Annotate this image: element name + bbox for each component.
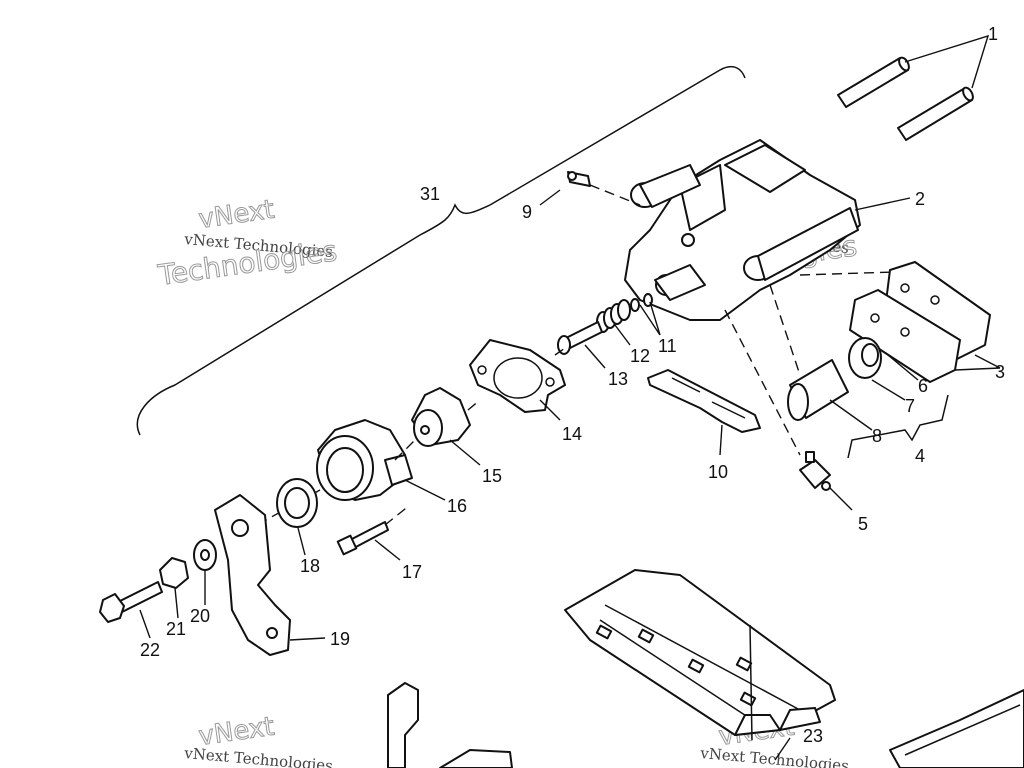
washer-part-20 (193, 539, 217, 571)
pin-part-1 (837, 56, 974, 141)
leader-19 (289, 637, 326, 641)
leader-10 (719, 424, 723, 456)
spring-part-12 (596, 299, 631, 333)
svg-text:vNext Technologies: vNext Technologies (183, 744, 334, 768)
axis-8 (769, 284, 801, 376)
housing-part-16 (316, 419, 413, 501)
bleeder-screw-part-9 (567, 171, 591, 187)
callout-3: 3 (995, 362, 1005, 382)
piston-part-8 (787, 359, 849, 421)
svg-text:vNext Technologies: vNext Technologies (699, 744, 850, 768)
caliper-body-part-2 (624, 139, 861, 321)
leader-13 (584, 344, 606, 369)
callout-16: 16 (447, 496, 467, 516)
svg-text:vNext: vNext (197, 195, 276, 235)
fitting-part-5 (799, 451, 831, 491)
bolt-part-22 (99, 581, 163, 623)
axis-17 (384, 504, 411, 526)
brake-pads-part-3 (849, 261, 991, 383)
axis-3 (799, 271, 896, 276)
callout-8: 8 (872, 426, 882, 446)
leader-22 (139, 609, 151, 639)
leader-15 (449, 439, 481, 466)
callout-14: 14 (562, 424, 582, 444)
gasket-part-14 (469, 339, 566, 413)
callout-13: 13 (608, 369, 628, 389)
callout-31: 31 (420, 184, 440, 204)
seal-part-6 (848, 337, 882, 379)
bushing-part-15 (411, 387, 471, 447)
leader-16 (404, 479, 446, 501)
callout-12: 12 (630, 346, 650, 366)
leader-7 (871, 379, 906, 401)
leader-8 (829, 399, 873, 431)
clip-part-10 (647, 369, 761, 433)
shaft-line (749, 624, 753, 741)
leader-14 (539, 399, 561, 421)
callout-6: 6 (918, 376, 928, 396)
callout-7: 7 (905, 396, 915, 416)
mount-bracket-part-19 (214, 494, 291, 656)
axis-5 (724, 309, 801, 456)
leader-6 (887, 354, 919, 381)
bolt-part-17 (336, 521, 389, 556)
leader-5 (829, 487, 853, 511)
spacer-part-18 (276, 478, 318, 528)
nut-part-21 (159, 557, 189, 589)
axis-9 (589, 184, 641, 206)
watermark-left-bottom: vNext vNext Technologies (183, 711, 334, 768)
leader-3 (954, 354, 1001, 371)
leader-12 (614, 324, 631, 346)
callout-10: 10 (708, 462, 728, 482)
bottom-right-part (889, 689, 1024, 768)
callout-9: 9 (522, 202, 532, 222)
bracket-31 (136, 66, 746, 436)
callout-11: 11 (658, 336, 677, 356)
callout-20: 20 (190, 606, 210, 626)
watermark-left-top: vNext vNext Technologies Technologies (155, 194, 340, 292)
callout-21: 21 (166, 619, 186, 639)
leader-9 (539, 189, 561, 206)
leader-2 (854, 197, 911, 211)
callout-4: 4 (915, 446, 925, 466)
callout-18: 18 (300, 556, 320, 576)
axis-main (229, 347, 566, 541)
leader-17 (374, 539, 401, 561)
pin-part-13 (557, 321, 603, 355)
leader-23 (774, 737, 791, 761)
callout-2: 2 (915, 189, 925, 209)
callout-22: 22 (140, 640, 160, 660)
bottom-left-part (387, 682, 513, 768)
brake-plate-part (564, 569, 836, 736)
leader-18 (297, 527, 306, 556)
bracket-4 (847, 394, 949, 459)
callout-15: 15 (482, 466, 502, 486)
leader-21 (174, 587, 179, 619)
leader-1 (904, 34, 990, 89)
leader-11 (639, 301, 661, 336)
callout-23: 23 (803, 726, 823, 746)
callout-19: 19 (330, 629, 350, 649)
callout-5: 5 (858, 514, 868, 534)
callout-1: 1 (988, 24, 998, 44)
callout-17: 17 (402, 562, 422, 582)
